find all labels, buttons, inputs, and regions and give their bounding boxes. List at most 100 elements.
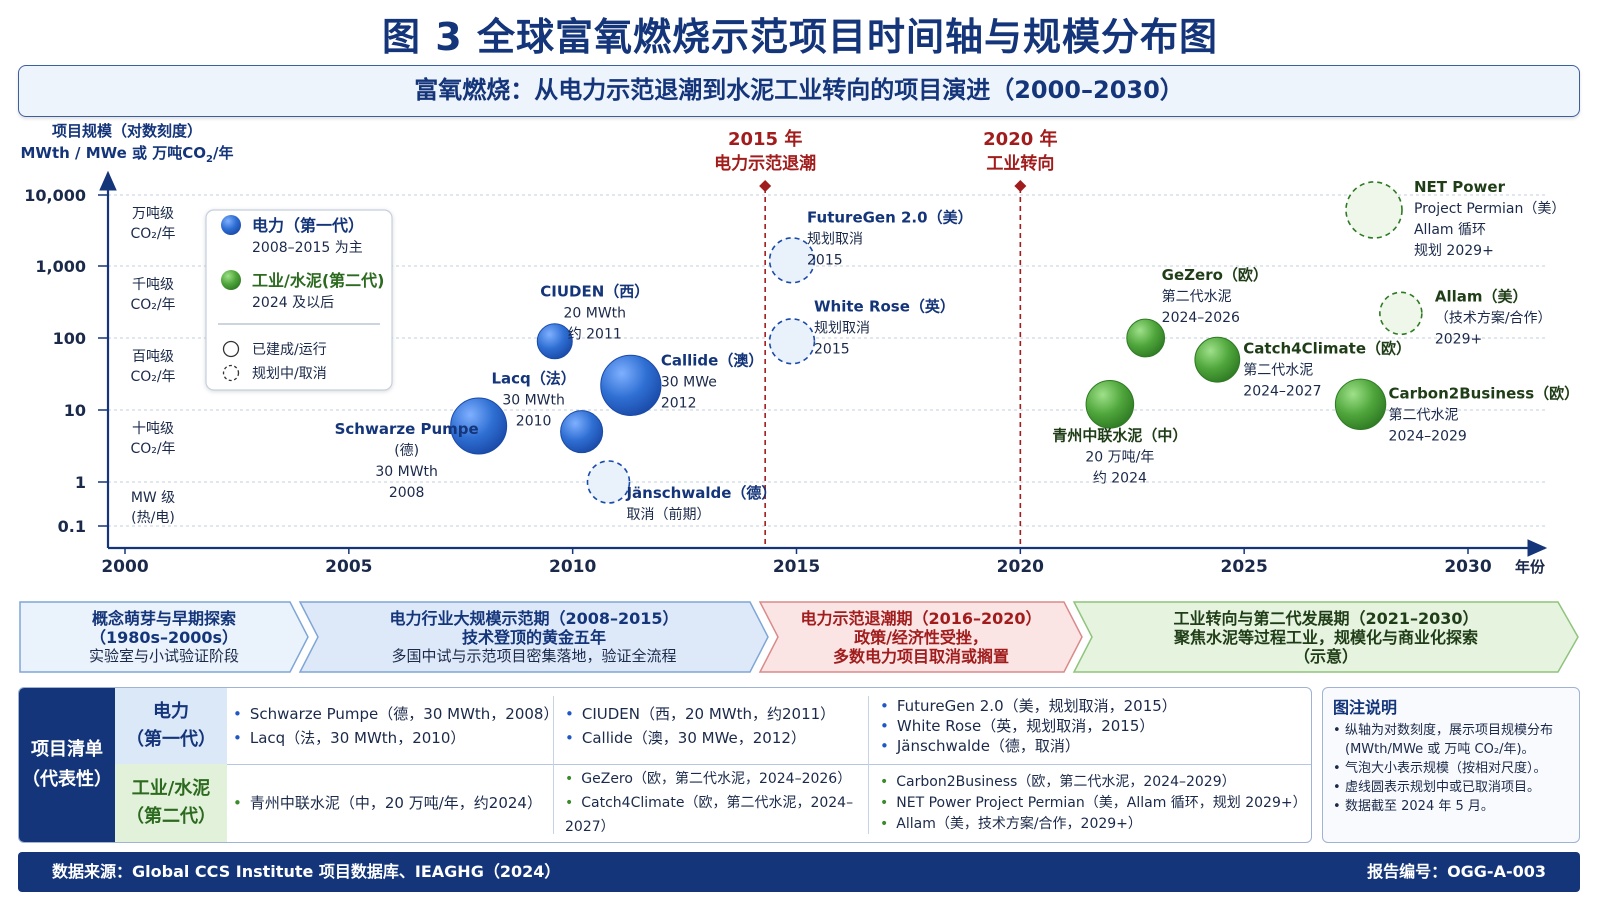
phase-industry-line2: 聚焦水泥等过程工业，规模化与商业化探索 [1173,627,1478,647]
bubble-planned [586,460,631,504]
point-label: Allam（美） [1435,287,1528,305]
milestone-label: 电力示范退潮 [714,153,816,174]
point-label: Lacq（法） [491,370,575,388]
table-item: Schwarze Pumpe（德，30 MWth，2008） [233,702,559,726]
phase-decline-line3: 多数电力项目取消或搁置 [832,646,1009,666]
legend-industry-sub: 2024 及以后 [252,295,334,311]
point-detail: （技术方案/合作） [1435,309,1552,326]
phase-power-line3: 多国中试与示范项目密集落地，验证全流程 [391,646,677,665]
milestone-marker [759,180,772,192]
table-header: 项目清单 （代表性） [19,688,115,842]
x-tick-label: 2010 [549,557,596,577]
y-band-unit: CO₂/年 [130,297,175,313]
point-year: 约 2011 [568,326,622,342]
phase-industry: 工业转向与第二代发展期（2021–2030） 聚焦水泥等过程工业，规模化与商业化… [1072,600,1580,674]
milestone-marker [1014,180,1027,192]
table-cell: Schwarze Pumpe（德，30 MWth，2008） Lacq（法，30… [233,688,559,764]
bubble-planned [768,318,816,365]
phase-industry-title: 工业转向与第二代发展期（2021–2030） [1173,608,1479,628]
legend-power-title: 电力（第一代） [252,216,364,235]
bubble-built [600,354,662,416]
y-band-label: 百吨级 [132,349,174,365]
x-tick-label: 2025 [1221,557,1268,577]
table-item: GeZero（欧，第二代水泥，2024–2026） [565,767,865,791]
point-detail: 规划取消 [807,231,863,247]
y-band-unit: CO₂/年 [130,441,175,457]
y-tick-label: 0.1 [58,517,86,536]
point-year: 2008 [389,485,425,501]
y-tick-label: 10,000 [24,186,86,205]
phase-power-line2: 技术登顶的黄金五年 [461,627,606,647]
table-item: CIUDEN（西，20 MWth，约2011） [565,702,865,726]
point-year: 约 2024 [1093,470,1147,486]
note-item: 数据截至 2024 年 5 月。 [1333,797,1569,816]
table-item: White Rose（英，规划取消，2015） [880,716,1308,736]
table-item: Catch4Climate（欧，第二代水泥，2024–2027） [565,791,865,839]
point-year: 规划 2029+ [1414,243,1494,259]
row-label-power: 电力 （第一代） [115,688,227,764]
phase-early: 概念萌芽与早期探索 （1980s–2000s） 实验室与小试验证阶段 [18,600,310,674]
page-title: 图 3 全球富氧燃烧示范项目时间轴与规模分布图 [382,15,1218,59]
point-year: 2029+ [1435,331,1482,347]
point-detail: 规划取消 [814,320,870,336]
point-label: Catch4Climate（欧） [1243,340,1411,358]
milestone-label: 工业转向 [986,153,1054,174]
point-detail: 20 MWth [563,305,626,321]
report-number: 报告编号：OGG-A-003 [1367,862,1546,881]
y-band-label: 千吨级 [132,277,174,293]
phase-industry-line3: （示意） [1293,646,1358,666]
y-axis-label-line1: 项目规模（对数刻度） [52,122,202,140]
row-label-industry: 工业/水泥 （第二代） [115,764,227,842]
x-axis-unit: 年份 [1515,558,1546,576]
table-header-line1: 项目清单 [31,739,103,760]
y-axis-label-line2: MWth / MWe 或 万吨CO2/年 [20,144,233,165]
point-label: Schwarze Pumpe [335,420,479,438]
col-divider-1 [553,696,554,834]
bubble-built [1085,379,1135,429]
table-item: NET Power Project Permian（美，Allam 循环，规划 … [880,793,1308,814]
table-cell: GeZero（欧，第二代水泥，2024–2026） Catch4Climate（… [565,764,865,842]
legend-power-swatch [221,215,241,235]
bubble-built [536,323,573,360]
x-tick-label: 2015 [773,557,820,577]
row-divider [227,764,1311,765]
point-country: (德) [394,443,419,459]
y-band-label: MW 级 [131,490,175,506]
bubble-built [1334,378,1387,430]
x-tick-label: 2030 [1444,557,1491,577]
legend-built-swatch [222,340,240,358]
phase-power: 电力行业大规模示范期（2008–2015） 技术登顶的黄金五年 多国中试与示范项… [298,600,770,674]
y-band-unit: (热/电) [131,510,175,526]
point-detail: Allam 循环 [1414,222,1486,238]
point-label: GeZero（欧） [1162,266,1268,284]
table-item: Callide（澳，30 MWe，2012） [565,726,865,750]
row-label-industry-line1: 工业/水泥 [131,778,211,799]
point-year: 2015 [814,341,850,357]
table-item: Carbon2Business（欧，第二代水泥，2024–2029） [880,772,1308,793]
table-item: Allam（美，技术方案/合作，2029+） [880,814,1308,835]
legend-power-sub: 2008–2015 为主 [252,240,363,256]
point-detail: 30 MWe [661,374,717,390]
bubble-planned [768,237,816,284]
point-label: White Rose（英） [814,297,955,315]
x-tick-label: 2000 [101,557,148,577]
row-label-industry-line2: （第二代） [126,806,216,827]
phase-decline-title: 电力示范退潮期（2016–2020） [800,608,1042,628]
note-item: 气泡大小表示规模（按相对尺度）。 [1333,759,1569,778]
point-detail: 第二代水泥 [1389,406,1459,423]
y-tick-label: 1,000 [35,257,86,276]
legend-industry-swatch [221,270,241,290]
row-label-power-line2: （第一代） [126,729,216,750]
footer-bar: 数据来源：Global CCS Institute 项目数据库、IEAGHG（2… [18,852,1580,892]
point-detail: 20 万吨/年 [1085,449,1154,465]
point-label: CIUDEN（西） [540,282,649,300]
table-header-line2: （代表性） [22,769,112,790]
chart-legend: 电力（第一代） 2008–2015 为主 工业/水泥(第二代) 2024 及以后… [205,209,393,391]
point-label: FutureGen 2.0（美） [807,208,973,226]
project-table: 项目清单 （代表性） 电力 （第一代） 工业/水泥 （第二代） Schwarze… [18,687,1312,843]
note-item: 纵轴为对数刻度，展示项目规模分布 [1333,721,1569,740]
point-label: 青州中联水泥（中） [1052,426,1187,444]
